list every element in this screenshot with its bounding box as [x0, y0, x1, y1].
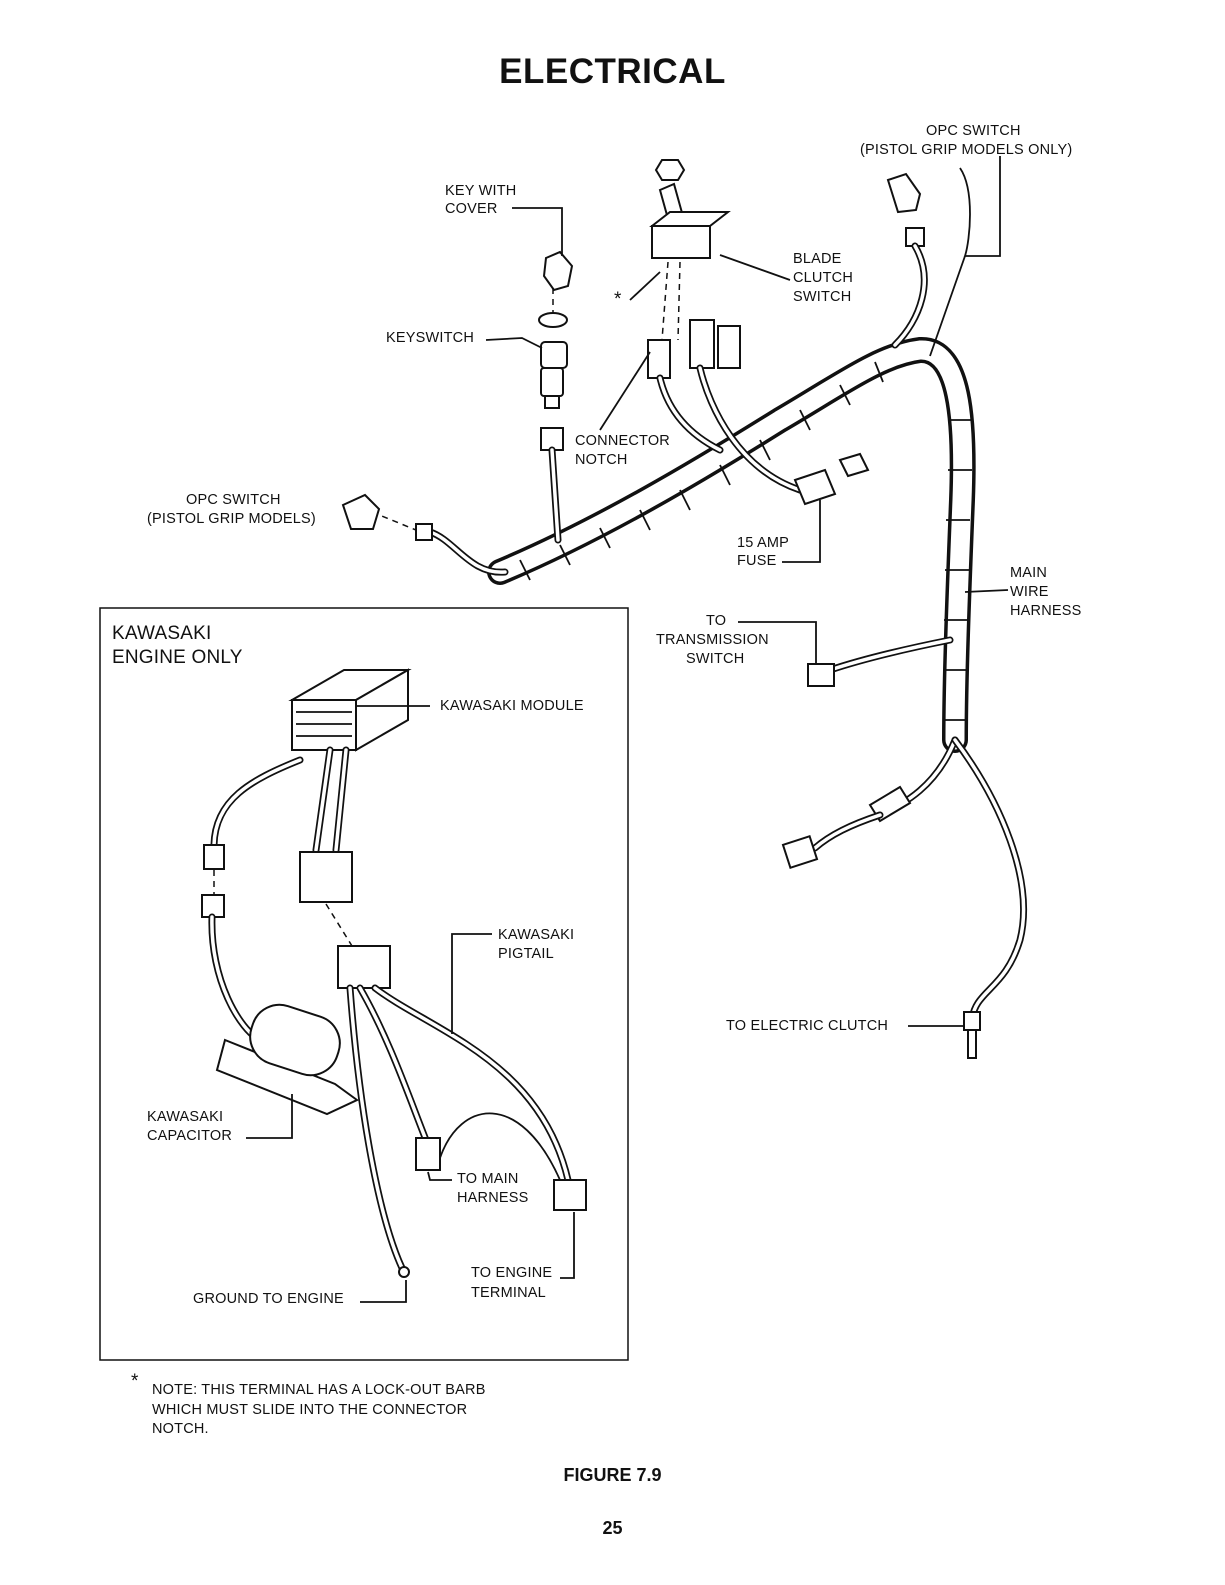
opc-switch-top-right	[886, 172, 928, 349]
label-clutch: CLUTCH	[793, 270, 854, 286]
label-notch: NOTCH	[575, 452, 628, 468]
label-cover: COVER	[445, 201, 498, 217]
label-to-engine-line1: TO ENGINE	[471, 1265, 553, 1281]
note-line1: NOTE: THIS TERMINAL HAS A LOCK-OUT BARB	[152, 1382, 486, 1398]
inset-heading-line1: KAWASAKI	[112, 623, 212, 644]
label-to-trans: TO	[706, 613, 727, 629]
leader-lines	[485, 156, 1009, 1027]
kawasaki-inset-frame	[99, 607, 629, 1361]
label-pigtail-line2: PIGTAIL	[498, 946, 554, 962]
label-to-main-line1: TO MAIN	[457, 1171, 519, 1187]
label-fuse: FUSE	[737, 553, 777, 569]
blade-switch-connectors	[647, 319, 804, 494]
blade-clutch-switch	[649, 159, 731, 341]
note-line2: WHICH MUST SLIDE INTO THE CONNECTOR	[152, 1402, 468, 1418]
label-opc-switch-top: OPC SWITCH	[926, 123, 1021, 139]
asterisk-marker: *	[614, 289, 622, 310]
label-capacitor-line1: KAWASAKI	[147, 1109, 224, 1125]
label-to-main-line2: HARNESS	[457, 1190, 529, 1206]
label-to-electric-clutch: TO ELECTRIC CLUTCH	[726, 1018, 889, 1034]
transmission-switch-branch	[807, 636, 954, 687]
note-line3: NOTCH.	[152, 1421, 209, 1437]
label-opc-switch-top-note: (PISTOL GRIP MODELS ONLY)	[860, 142, 1073, 158]
main-wire-harness	[487, 337, 1027, 1024]
inset-leader-lines	[246, 705, 575, 1303]
left-opc-branch	[341, 493, 509, 576]
label-switch: SWITCH	[793, 289, 852, 305]
label-connector: CONNECTOR	[575, 433, 670, 449]
label-ground-to-engine: GROUND TO ENGINE	[193, 1291, 344, 1307]
label-kawasaki-module: KAWASAKI MODULE	[440, 698, 584, 714]
label-to-engine-line2: TERMINAL	[471, 1285, 546, 1301]
label-blade: BLADE	[793, 251, 842, 267]
label-fuse-amp: 15 AMP	[737, 535, 789, 551]
label-key-with: KEY WITH	[445, 183, 517, 199]
label-opc-switch-left: OPC SWITCH	[186, 492, 281, 508]
fuse-holder	[793, 452, 870, 506]
label-pigtail-line1: KAWASAKI	[498, 927, 575, 943]
label-opc-switch-left-note: (PISTOL GRIP MODELS)	[147, 511, 316, 527]
label-trans-switch: SWITCH	[686, 651, 745, 667]
inset-heading-line2: ENGINE ONLY	[112, 647, 243, 668]
lower-harness-connector	[781, 811, 884, 869]
electric-clutch-connector	[963, 1011, 981, 1059]
label-keyswitch: KEYSWITCH	[386, 330, 474, 346]
note-asterisk: *	[131, 1371, 139, 1392]
kawasaki-pigtail-drawing	[325, 903, 587, 1278]
label-transmission: TRANSMISSION	[656, 632, 769, 648]
figure-caption: FIGURE 7.9	[563, 1465, 662, 1485]
page-number: 25	[602, 1518, 623, 1538]
keyswitch-assembly	[538, 250, 574, 544]
kawasaki-capacitor-drawing	[215, 1003, 359, 1116]
label-wire: WIRE	[1010, 584, 1049, 600]
label-harness: HARNESS	[1010, 603, 1082, 619]
page-title: ELECTRICAL	[499, 52, 726, 91]
label-main: MAIN	[1010, 565, 1048, 581]
label-capacitor-line2: CAPACITOR	[147, 1128, 233, 1144]
